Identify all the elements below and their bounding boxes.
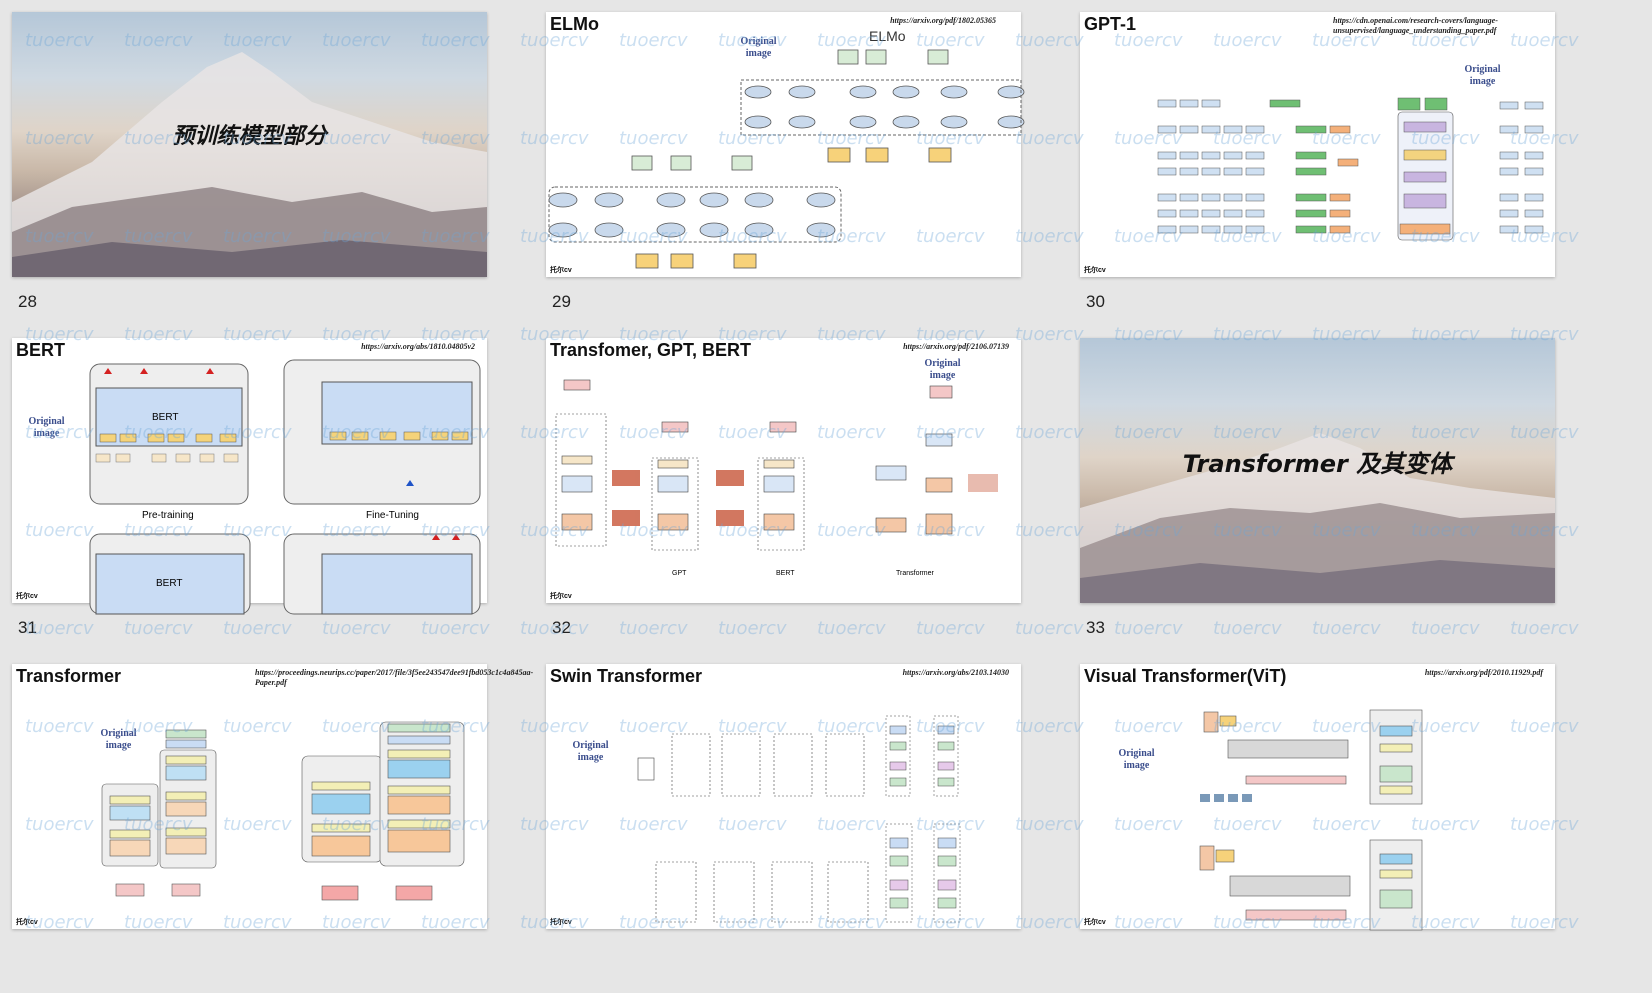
brand-logo: 托尔cv — [550, 267, 572, 274]
watermark-text: tuoercv — [1015, 422, 1084, 443]
watermark-text: tuoercv — [1411, 618, 1480, 639]
cover-title: 预训练模型部分 — [172, 124, 327, 149]
brand-logo: 托尔cv — [16, 593, 38, 600]
slide-url: https://cdn.openai.com/research-covers/l… — [1333, 16, 1498, 35]
mountain-image — [12, 52, 487, 277]
original-image-label: Original image — [28, 416, 65, 439]
watermark-text: tuoercv — [1015, 520, 1084, 541]
slide-number: 31 — [18, 618, 37, 637]
bert-label: BERT — [776, 570, 795, 577]
slide-thumbnail-31[interactable]: BERT https://arxiv.org/abs/1810.04805v2 … — [12, 338, 487, 615]
slide-title: ELMo — [550, 14, 599, 34]
slide-title: Transformer — [16, 666, 122, 686]
slide-thumbnail-32[interactable]: Transfomer, GPT, BERT https://arxiv.org/… — [546, 338, 1021, 603]
vit-diagram — [1199, 709, 1423, 931]
watermark-text: tuoercv — [718, 618, 787, 639]
slide-title: BERT — [16, 340, 65, 360]
original-image-label: Original image — [100, 728, 137, 751]
slide-number: 28 — [18, 292, 37, 311]
watermark-text: tuoercv — [223, 618, 292, 639]
watermark-text: tuoercv — [1015, 128, 1084, 149]
slide-number: 29 — [552, 292, 571, 311]
slide-thumbnail-29[interactable]: ELMo https://arxiv.org/pdf/1802.05365 Or… — [546, 12, 1025, 277]
slide-url: https://arxiv.org/abs/1810.04805v2 — [361, 342, 475, 351]
slide-thumbnail-36[interactable]: Visual Transformer(ViT) https://arxiv.or… — [1080, 664, 1555, 931]
slide-thumbnail-28[interactable]: 预训练模型部分 — [12, 12, 487, 277]
slide-thumbnail-30[interactable]: GPT-1 https://cdn.openai.com/research-co… — [1080, 12, 1555, 277]
brand-logo: 托尔cv — [16, 919, 38, 926]
watermark-text: tuoercv — [1213, 618, 1282, 639]
slide-url: https://arxiv.org/abs/2103.14030 — [902, 668, 1009, 677]
slide-thumbnail-34[interactable]: Transformer https://proceedings.neurips.… — [12, 664, 534, 929]
cover-title: Transformer 及其变体 — [1182, 450, 1453, 478]
slide-url: https://arxiv.org/pdf/1802.05365 — [890, 16, 996, 25]
slide-title: Swin Transformer — [550, 666, 703, 686]
original-image-label: Original image — [572, 740, 609, 763]
watermark-text: tuoercv — [1015, 30, 1084, 51]
slide-number: 30 — [1086, 292, 1105, 311]
slide-thumbnail-33[interactable]: Transformer 及其变体 — [1080, 338, 1555, 603]
finetuning-label: Fine-Tuning — [366, 510, 419, 521]
watermark-text: tuoercv — [619, 618, 688, 639]
brand-logo: 托尔cv — [550, 593, 572, 600]
slide-title: GPT-1 — [1084, 14, 1137, 34]
original-image-label: Original image — [924, 358, 961, 381]
brand-logo: 托尔cv — [1084, 919, 1106, 926]
slide-title: Visual Transformer(ViT) — [1084, 666, 1287, 686]
watermark-text: tuoercv — [1312, 618, 1381, 639]
original-image-label: Original image — [1464, 64, 1501, 87]
transformer-diagram — [101, 721, 465, 901]
pretraining-label: Pre-training — [142, 510, 194, 521]
watermark-text: tuoercv — [1015, 226, 1084, 247]
gpt1-diagram — [1157, 97, 1544, 241]
watermark-text: tuoercv — [1510, 618, 1579, 639]
watermark-text: tuoercv — [1015, 618, 1084, 639]
transformer-variants-diagram — [555, 379, 998, 551]
watermark-text: tuoercv — [1114, 618, 1183, 639]
slide-number: 33 — [1086, 618, 1105, 637]
watermark-text: tuoercv — [1015, 814, 1084, 835]
mountain-image — [1080, 433, 1555, 603]
original-image-label: Original image — [1118, 748, 1155, 771]
slide-thumbnail-35[interactable]: Swin Transformer https://arxiv.org/abs/2… — [546, 664, 1021, 929]
slide-url: https://arxiv.org/pdf/2106.07139 — [903, 342, 1009, 351]
watermark-text: tuoercv — [916, 618, 985, 639]
slide-url: https://arxiv.org/pdf/2010.11929.pdf — [1424, 668, 1543, 677]
slide-title: Transfomer, GPT, BERT — [550, 340, 752, 360]
gpt-label: GPT — [672, 570, 687, 577]
bert-label: BERT — [152, 412, 179, 423]
watermark-text: tuoercv — [124, 618, 193, 639]
slide-url: https://proceedings.neurips.cc/paper/201… — [255, 668, 534, 687]
watermark-text: tuoercv — [1015, 716, 1084, 737]
brand-logo: 托尔cv — [1084, 267, 1106, 274]
watermark-text: tuoercv — [1015, 324, 1084, 345]
elmo-diagram — [548, 49, 1025, 269]
bert-diagram — [89, 359, 481, 615]
slide-number: 32 — [552, 618, 571, 637]
original-image-label: Original image — [740, 36, 777, 59]
diagram-title: ELMo — [869, 28, 906, 44]
swin-diagram — [637, 715, 961, 923]
watermark-text: tuoercv — [817, 618, 886, 639]
brand-logo: 托尔cv — [550, 919, 572, 926]
watermark-text: tuoercv — [322, 618, 391, 639]
watermark-text: tuoercv — [421, 618, 490, 639]
watermark-text: tuoercv — [1015, 912, 1084, 933]
transformer-label: Transformer — [896, 570, 934, 577]
bert-label-2: BERT — [156, 578, 183, 589]
